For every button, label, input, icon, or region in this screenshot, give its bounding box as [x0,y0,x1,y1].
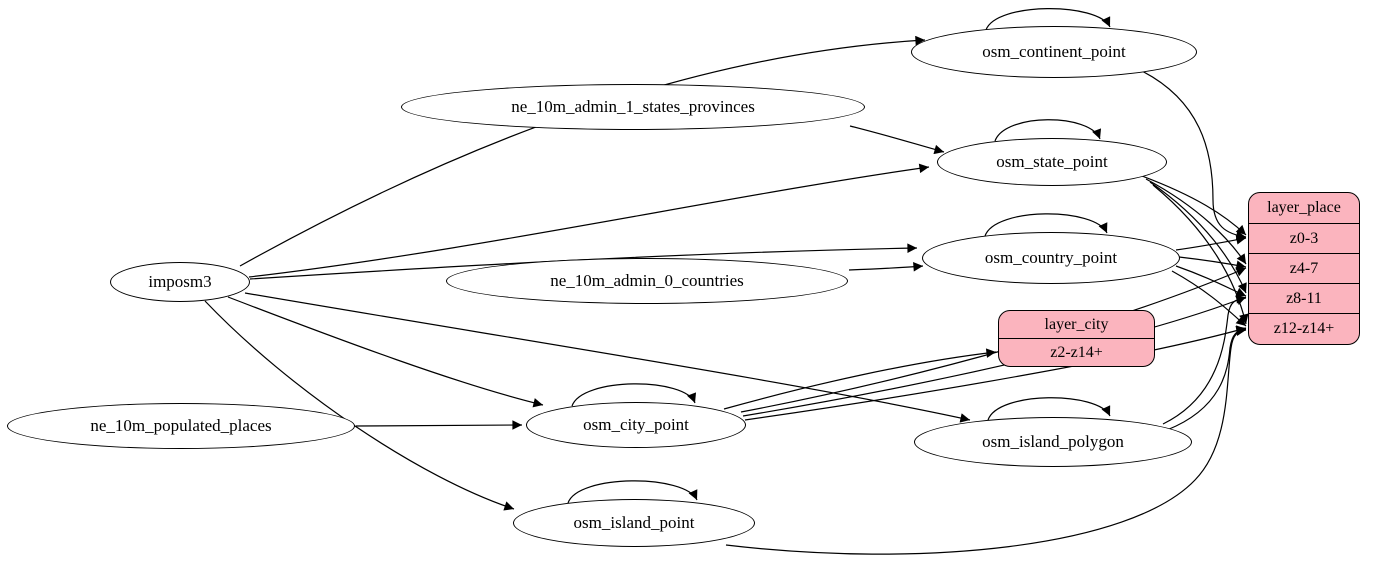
layer_place-row-z0-3: z0-3 [1249,223,1359,253]
self-loop-osm_state_point [994,119,1102,142]
node-osm_island_polygon: osm_island_polygon [914,417,1192,467]
edge-imposm3-to-osm_city_point [227,296,544,408]
edge-ne_10m_populated_places-to-osm_city_point [355,420,523,430]
edge-imposm3-to-osm_island_point [204,300,515,511]
edge-osm_country_point-to-layer_place-z12-z14plus [1171,270,1247,327]
self-loop-osm_country_point [984,213,1108,237]
self-loop-osm_island_point [567,480,698,504]
edge-osm_country_point-to-layer_place-z4-7 [1178,256,1247,270]
node-osm_country_point-label: osm_country_point [984,248,1118,267]
edge-osm_island_polygon-to-layer_place-z8-11 [1162,294,1247,425]
edge-osm_city_point-to-layer_place-z8-11 [742,295,1247,417]
node-osm_island_point: osm_island_point [513,499,755,547]
edge-osm_state_point-to-layer_place-z4-7 [1145,178,1247,265]
self-loop-osm_continent_point [985,8,1111,31]
edge-osm_state_point-to-layer_place-z0-3 [1141,175,1247,236]
node-layer_city: layer_city z2-z14+ [998,310,1155,367]
node-osm_state_point-label: osm_state_point [996,152,1108,171]
edge-imposm3-to-osm_state_point [248,163,930,278]
node-osm_city_point: osm_city_point [526,402,746,448]
edge-osm_city_point-to-layer_place-z12-z14plus [744,325,1247,421]
node-osm_state_point: osm_state_point [937,138,1167,186]
node-osm_country_point: osm_country_point [922,232,1180,284]
layer_place-row-z8-11: z8-11 [1249,283,1359,313]
edge-ne_10m_admin_1_states_provinces-to-osm_state_point [849,125,945,155]
node-ne_10m_populated_places: ne_10m_populated_places [7,403,355,449]
edge-osm_city_point-to-layer_city-z2-z14plus [723,348,997,410]
edge-imposm3-to-osm_continent_point [239,35,926,267]
layer_place-row-z4-7: z4-7 [1249,253,1359,283]
layer_place-title: layer_place [1267,199,1341,216]
node-imposm3: imposm3 [110,262,250,302]
node-osm_island_polygon-label: osm_island_polygon [982,432,1124,451]
node-ne_10m_populated_places-label: ne_10m_populated_places [90,416,272,435]
edge-osm_island_point-to-layer_place-z12-z14plus [725,326,1247,555]
edge-osm_country_point-to-layer_place-z0-3 [1175,235,1247,251]
node-osm_island_point-label: osm_island_point [573,513,695,532]
edge-osm_country_point-to-layer_place-z8-11 [1175,265,1247,297]
self-loop-osm_city_point [571,383,696,407]
edge-imposm3-to-osm_island_polygon [244,292,971,423]
node-ne_10m_admin_0_countries: ne_10m_admin_0_countries [446,258,848,304]
node-osm_city_point-label: osm_city_point [583,415,689,434]
node-osm_continent_point: osm_continent_point [911,26,1197,78]
node-osm_continent_point-label: osm_continent_point [982,42,1126,61]
node-ne_10m_admin_1_states_provinces: ne_10m_admin_1_states_provinces [401,84,865,130]
node-imposm3-label: imposm3 [148,272,212,291]
edge-osm_state_point-to-layer_place-z8-11 [1149,181,1247,294]
layer_city-row-z2-z14plus: z2-z14+ [999,338,1154,366]
edge-osm_state_point-to-layer_place-z12-z14plus [1152,184,1249,325]
node-layer_place: layer_place z0-3 z4-7 z8-11 z12-z14+ [1248,192,1360,345]
edge-osm_continent_point-to-layer_place-z0-3 [1139,69,1247,241]
layer_place-row-z12-z14plus: z12-z14+ [1249,313,1359,344]
node-ne_10m_admin_1_states_provinces-label: ne_10m_admin_1_states_provinces [511,97,755,116]
self-loop-osm_island_polygon [987,397,1111,421]
layer_city-title: layer_city [1044,315,1109,333]
node-ne_10m_admin_0_countries-label: ne_10m_admin_0_countries [550,271,744,290]
edge-ne_10m_admin_0_countries-to-osm_country_point [848,261,924,272]
